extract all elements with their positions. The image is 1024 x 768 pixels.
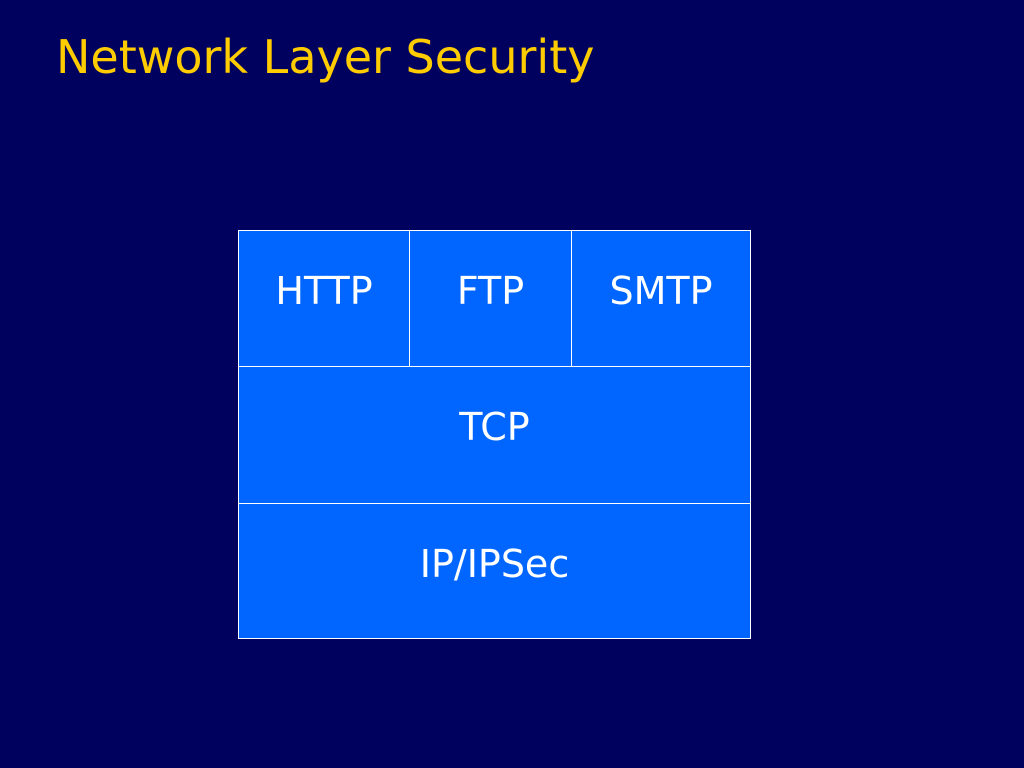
slide-title: Network Layer Security (56, 30, 595, 84)
http-layer-box: HTTP (239, 231, 410, 367)
tcp-layer-box: TCP (239, 367, 750, 504)
smtp-layer-box: SMTP (572, 231, 750, 367)
ip-ipsec-label: IP/IPSec (419, 542, 570, 586)
ftp-layer-box: FTP (410, 231, 572, 367)
smtp-label: SMTP (609, 269, 713, 313)
http-label: HTTP (275, 269, 373, 313)
tcp-label: TCP (459, 405, 530, 449)
ip-ipsec-layer-box: IP/IPSec (239, 504, 750, 638)
protocol-stack-diagram: HTTP FTP SMTP TCP IP/IPSec (238, 230, 751, 639)
ftp-label: FTP (456, 269, 525, 313)
